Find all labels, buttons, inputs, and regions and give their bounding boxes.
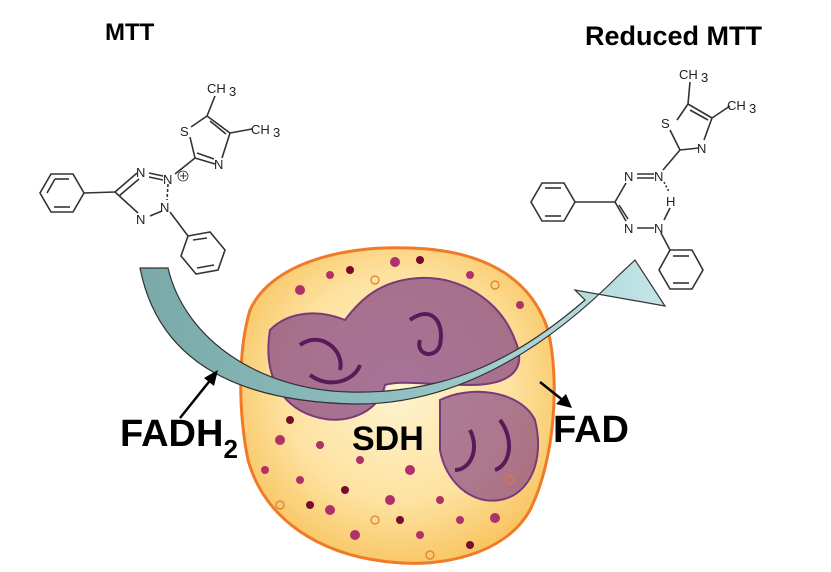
reduced-mtt-structure: N N H N N S N CH 3 CH 3	[530, 67, 756, 290]
subscript: 3	[229, 84, 236, 99]
atom-s: S	[180, 124, 189, 139]
atom-n: N	[136, 212, 145, 227]
methyl-label: CH	[251, 122, 270, 137]
atom-n-plus: N	[163, 172, 172, 187]
subscript: 3	[749, 101, 756, 116]
cell	[239, 246, 556, 565]
fad-label: FAD	[553, 409, 629, 451]
fad-arrow	[539, 381, 572, 408]
mtt-structure: N N + N N S N CH 3 CH 3	[39, 81, 280, 275]
fadh2-arrow	[179, 370, 218, 419]
atom-n: N	[214, 157, 223, 172]
atom-n: N	[160, 200, 169, 215]
atom-n: N	[654, 221, 663, 236]
sdh-label: SDH	[352, 420, 424, 458]
methyl-label: CH	[207, 81, 226, 96]
atom-n: N	[697, 141, 706, 156]
reduction-arrow	[139, 259, 667, 405]
atom-n: N	[624, 169, 633, 184]
methyl-label: CH	[679, 67, 698, 82]
charge-plus: +	[180, 168, 188, 183]
atom-n: N	[136, 165, 145, 180]
mtt-title: MTT	[105, 19, 155, 46]
atom-n: N	[624, 221, 633, 236]
fadh2-text: FADH	[120, 413, 223, 455]
subscript: 3	[701, 70, 708, 85]
reduced-mtt-title: Reduced MTT	[585, 21, 763, 51]
methyl-label: CH	[727, 98, 746, 113]
atom-s: S	[661, 116, 670, 131]
fadh2-subscript: 2	[223, 434, 237, 464]
atom-n: N	[654, 169, 663, 184]
atom-h: H	[666, 194, 675, 209]
fadh2-label: FADH2	[120, 413, 238, 464]
subscript: 3	[273, 125, 280, 140]
